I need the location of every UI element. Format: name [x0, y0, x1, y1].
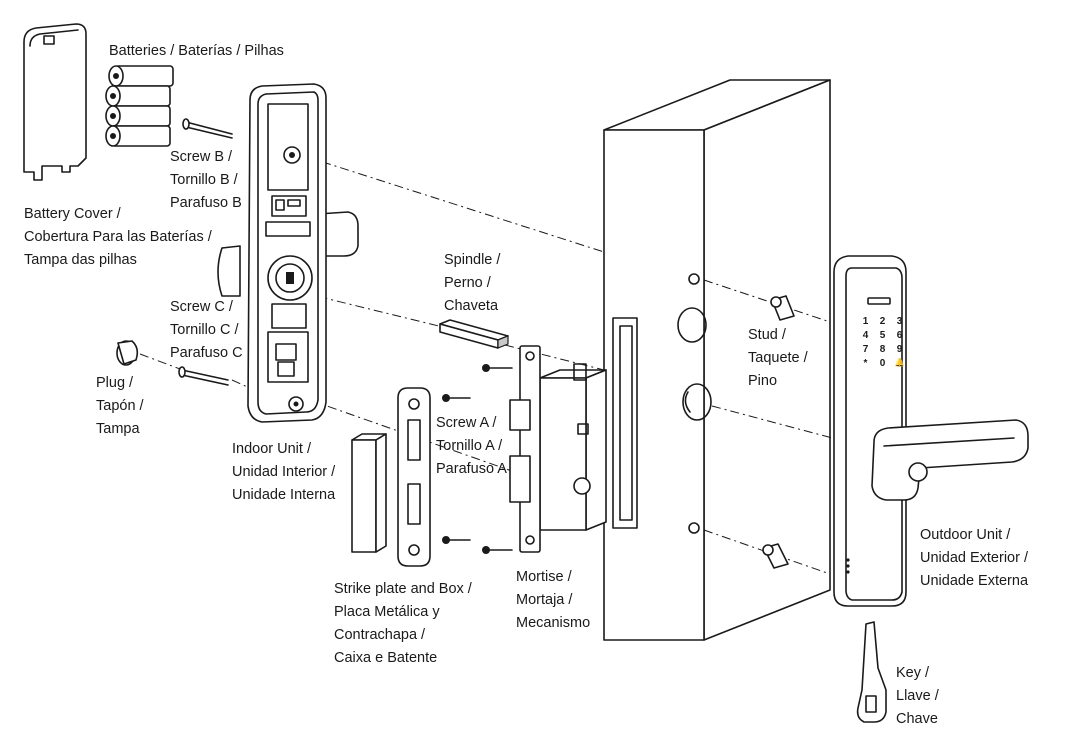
label-line: Strike plate and Box /	[334, 581, 472, 597]
label-indoor-unit: Indoor Unit / Unidad Interior / Unidade …	[232, 438, 335, 507]
keypad-key: 2	[879, 316, 886, 327]
label-line: Chaveta	[444, 298, 499, 314]
spindle	[439, 319, 509, 349]
alignment-lines	[139, 155, 871, 575]
label-line: Unidad Interior /	[232, 464, 336, 480]
stud-top	[770, 295, 795, 321]
label-key: Key / Llave / Chave	[896, 662, 939, 731]
label-line: Screw A /	[436, 415, 497, 431]
label-line: Mecanismo	[516, 615, 591, 631]
label-line: Unidade Externa	[920, 573, 1029, 589]
label-screw-b: Screw B / Tornillo B / Parafuso B	[170, 146, 242, 215]
keypad-key: 8	[879, 344, 886, 355]
label-line: Mortise /	[516, 569, 572, 585]
label-line: Parafuso B	[170, 195, 242, 211]
label-line: Unidade Interna	[232, 487, 336, 503]
mortise	[509, 345, 607, 553]
label-line: Perno /	[444, 275, 491, 291]
keypad-key: *	[863, 358, 868, 369]
label-batteries: Batteries / Baterías / Pilhas	[109, 40, 284, 63]
mortise-screw-top	[482, 364, 513, 372]
label-line: Contrachapa /	[334, 627, 426, 643]
label-line: Parafuso C	[170, 345, 243, 361]
keypad-key: 7	[862, 344, 869, 355]
label-line: Outdoor Unit /	[920, 527, 1011, 543]
label-line: Battery Cover /	[24, 206, 121, 222]
label-line: Batteries / Baterías / Pilhas	[109, 43, 284, 59]
label-line: Tornillo B /	[170, 172, 238, 188]
label-line: Parafuso A	[436, 461, 507, 477]
strike-box	[351, 433, 387, 553]
label-line: Indoor Unit /	[232, 441, 311, 457]
indoor-unit	[217, 83, 359, 423]
label-line: Plug /	[96, 375, 134, 391]
label-line: Llave /	[896, 688, 939, 704]
keypad-key: 6	[896, 330, 903, 341]
label-screw-c: Screw C / Tornillo C / Parafuso C	[170, 296, 243, 365]
label-line: Chave	[896, 711, 938, 727]
keypad-key: 5	[879, 330, 886, 341]
label-line: Spindle /	[444, 252, 501, 268]
keypad-bell-icon: 🔔	[894, 358, 905, 367]
label-line: Tornillo A /	[436, 438, 503, 454]
strike-plate	[397, 387, 431, 567]
label-outdoor-unit: Outdoor Unit / Unidad Exterior / Unidade…	[920, 524, 1028, 593]
label-line: Mortaja /	[516, 592, 573, 608]
screw-a-top	[442, 394, 471, 402]
screw-b	[182, 118, 233, 139]
label-plug: Plug / Tapón / Tampa	[96, 372, 144, 441]
key	[856, 621, 887, 723]
label-line: Tornillo C /	[170, 322, 239, 338]
door-slab	[603, 79, 831, 641]
battery-cover	[23, 23, 87, 181]
label-line: Unidad Exterior /	[920, 550, 1028, 566]
label-screw-a: Screw A / Tornillo A / Parafuso A	[436, 412, 507, 481]
door-holes	[677, 273, 712, 534]
batteries	[105, 65, 174, 147]
keypad-key: 3	[896, 316, 903, 327]
label-battery-cover: Battery Cover / Cobertura Para las Bater…	[24, 203, 212, 272]
label-spindle: Spindle / Perno / Chaveta	[444, 249, 500, 318]
label-line: Caixa e Batente	[334, 650, 438, 666]
label-line: Placa Metálica y	[334, 604, 440, 620]
keypad-key: 0	[879, 358, 886, 369]
keypad-key: 4	[862, 330, 869, 341]
label-line: Key /	[896, 665, 930, 681]
mortise-screw-bottom	[482, 546, 513, 554]
label-strike-plate: Strike plate and Box / Placa Metálica y …	[334, 578, 472, 670]
label-line: Tampa	[96, 421, 140, 437]
plug	[116, 340, 139, 366]
label-line: Tapón /	[96, 398, 144, 414]
screw-c	[178, 366, 229, 386]
label-mortise: Mortise / Mortaja / Mecanismo	[516, 566, 590, 635]
label-line: Pino	[748, 373, 778, 389]
label-line: Screw C /	[170, 299, 233, 315]
label-line: Screw B /	[170, 149, 233, 165]
screw-a-bottom	[442, 536, 471, 544]
label-line: Taquete /	[748, 350, 808, 366]
keypad-key: 1	[862, 316, 869, 327]
label-line: Cobertura Para las Baterías /	[24, 229, 212, 245]
label-line: Stud /	[748, 327, 786, 343]
stud-bottom	[762, 543, 789, 569]
label-line: Tampa das pilhas	[24, 252, 137, 268]
label-stud: Stud / Taquete / Pino	[748, 324, 808, 393]
keypad-key: 9	[896, 344, 903, 355]
keypad: 1 2 3 4 5 6 7 8 9 * 0 🔔	[858, 316, 908, 376]
outdoor-unit	[833, 255, 1029, 607]
